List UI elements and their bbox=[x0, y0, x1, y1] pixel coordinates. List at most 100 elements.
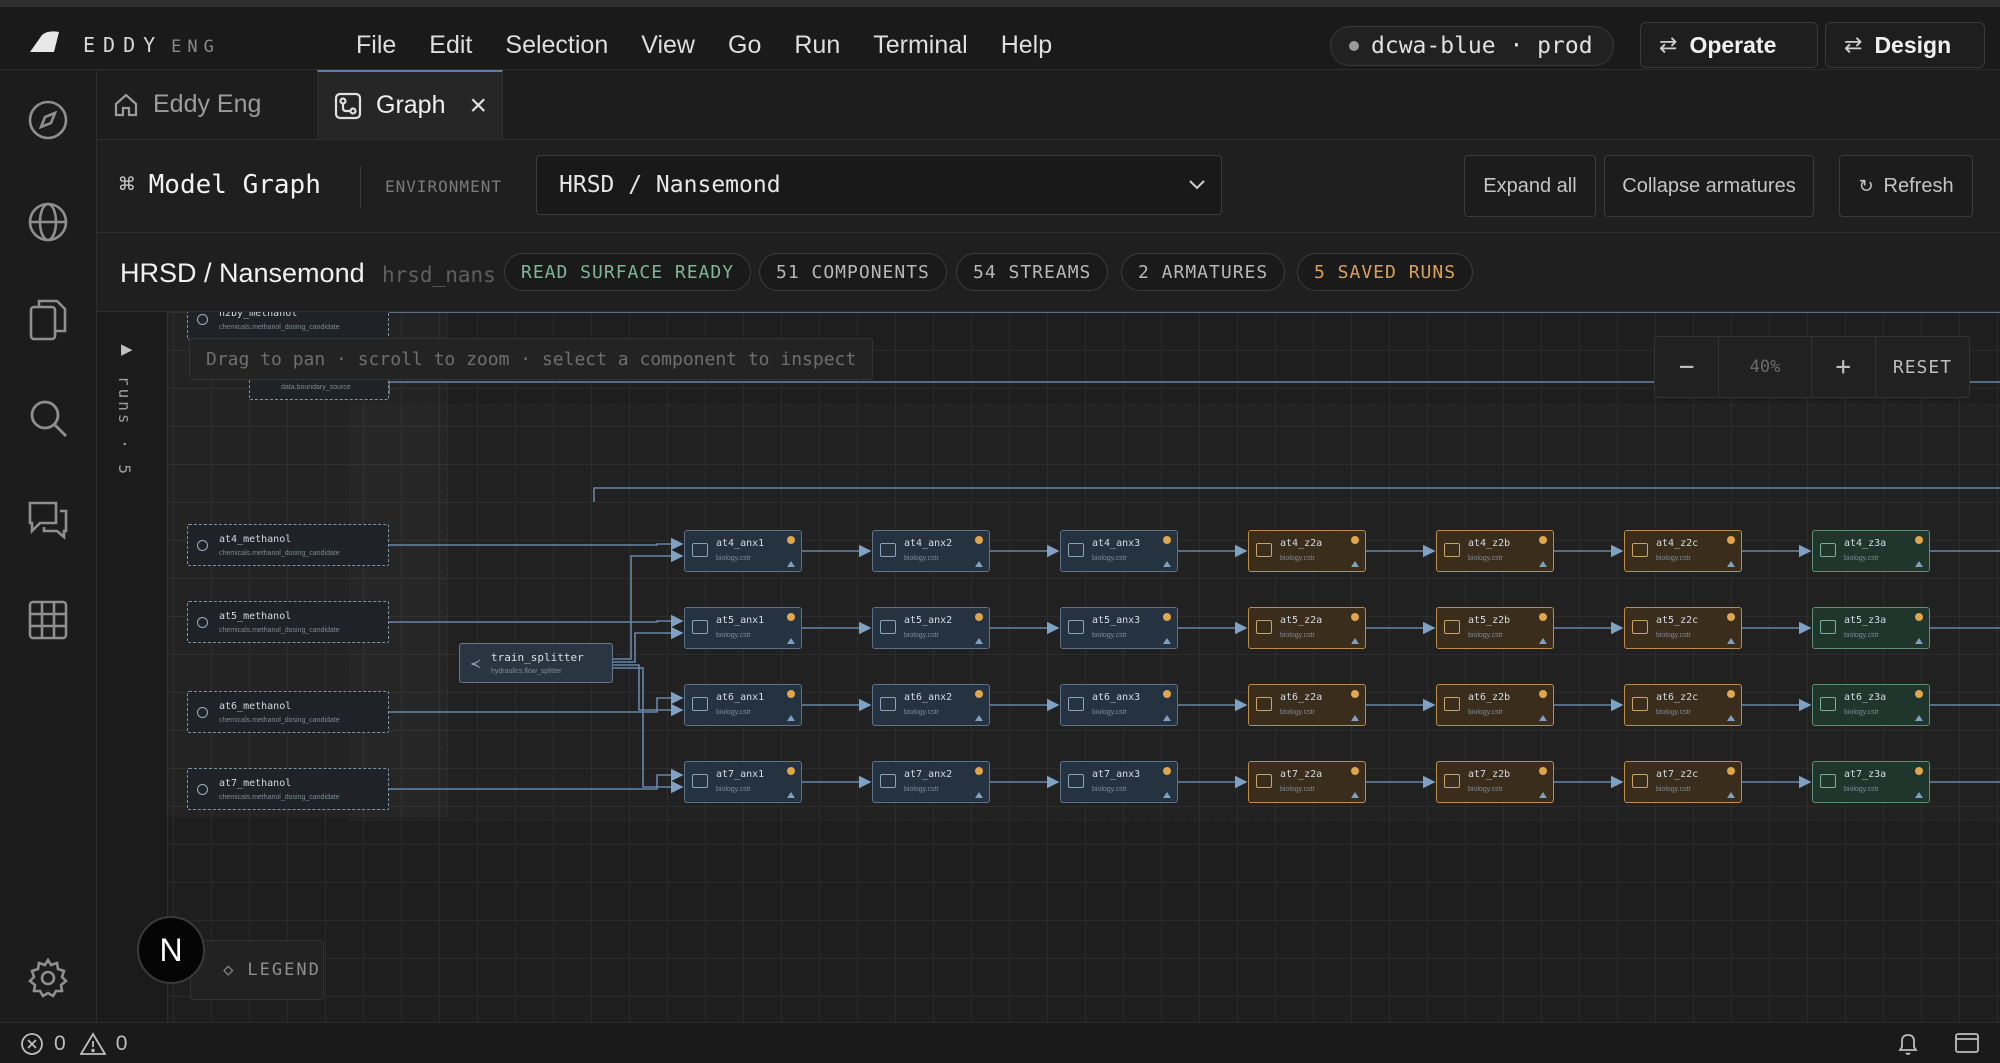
component-node-type: biology.cstr bbox=[1280, 555, 1315, 562]
problems-indicator[interactable]: 0 0 bbox=[20, 1032, 127, 1056]
refresh-button[interactable]: ↻Refresh bbox=[1839, 155, 1973, 217]
tab-graph-label: Graph bbox=[376, 91, 446, 119]
menu-bar: File Edit Selection View Go Run Terminal… bbox=[356, 31, 1085, 60]
activity-grid[interactable] bbox=[24, 596, 72, 644]
zoom-reset-button[interactable]: RESET bbox=[1892, 356, 1953, 378]
status-dot-icon bbox=[787, 613, 795, 621]
component-node-type: biology.cstr bbox=[1092, 555, 1127, 562]
output-port-icon bbox=[1163, 638, 1171, 644]
component-node-type: biology.cstr bbox=[1844, 709, 1879, 716]
activity-settings[interactable] bbox=[24, 954, 72, 1002]
editor-tab-bar: Eddy Eng Graph × bbox=[97, 70, 2000, 140]
source-node-name: at5_methanol bbox=[219, 611, 292, 622]
tab-graph-close-icon[interactable]: × bbox=[469, 88, 488, 122]
source-port-icon bbox=[197, 707, 208, 718]
legend-button[interactable]: ◇LEGEND bbox=[190, 940, 324, 1000]
collapse-armatures-button[interactable]: Collapse armatures bbox=[1604, 155, 1814, 217]
activity-chat[interactable] bbox=[24, 496, 72, 544]
source-node-top[interactable]: n2by_methanol chemicals.methanol_dosing_… bbox=[187, 312, 389, 340]
component-node-type: biology.cstr bbox=[1280, 786, 1315, 793]
tab-graph[interactable]: Graph × bbox=[317, 70, 503, 139]
runs-expand-icon[interactable]: ▶ bbox=[121, 341, 133, 358]
component-node-type: biology.cstr bbox=[1468, 632, 1503, 639]
status-badge-read-surface: READ SURFACE READY bbox=[504, 253, 752, 291]
activity-files[interactable] bbox=[24, 296, 72, 344]
menu-edit[interactable]: Edit bbox=[429, 31, 473, 59]
environment-select[interactable]: HRSD / Nansemond bbox=[536, 155, 1222, 215]
menu-view[interactable]: View bbox=[641, 31, 695, 59]
reactor-icon bbox=[1444, 774, 1460, 788]
menu-help[interactable]: Help bbox=[1000, 31, 1053, 59]
component-node-name: at6_z2a bbox=[1280, 692, 1323, 703]
zoom-in-button[interactable]: + bbox=[1812, 337, 1876, 397]
environment-pill[interactable]: dcwa-blue · prod bbox=[1330, 26, 1614, 66]
activity-explore[interactable] bbox=[24, 96, 72, 144]
splitter-node[interactable]: ≺ train_splitter hydraulics.flow_splitte… bbox=[459, 643, 613, 683]
runs-rail[interactable]: ▶ runs · 5 bbox=[97, 312, 168, 1022]
component-node-name: at6_z2c bbox=[1656, 692, 1699, 703]
menu-file[interactable]: File bbox=[356, 31, 397, 59]
component-node-type: biology.cstr bbox=[904, 709, 939, 716]
swap-icon: ⇄ bbox=[1844, 32, 1863, 57]
component-node-name: at5_z2c bbox=[1656, 615, 1699, 626]
expand-all-button[interactable]: Expand all bbox=[1464, 155, 1596, 217]
tab-eddy-eng[interactable]: Eddy Eng bbox=[113, 70, 313, 139]
reactor-icon bbox=[1444, 620, 1460, 634]
menu-run[interactable]: Run bbox=[794, 31, 841, 59]
status-badge-streams: 54 STREAMS bbox=[956, 253, 1109, 291]
component-node-name: at4_z2c bbox=[1656, 538, 1699, 549]
output-port-icon bbox=[975, 792, 983, 798]
activity-search[interactable] bbox=[24, 394, 72, 442]
zoom-out-button[interactable]: − bbox=[1655, 337, 1720, 397]
refresh-icon: ↻ bbox=[1858, 175, 1874, 196]
status-dot-icon bbox=[1539, 690, 1547, 698]
model-status-row: HRSD / Nansemond hrsd_nans READ SURFACE … bbox=[97, 233, 2000, 312]
component-node-type: biology.cstr bbox=[716, 632, 751, 639]
reactor-icon bbox=[880, 543, 896, 557]
dev-badge[interactable]: N bbox=[137, 916, 205, 984]
menu-selection[interactable]: Selection bbox=[505, 31, 609, 59]
operate-button[interactable]: ⇄Operate bbox=[1640, 22, 1818, 68]
splitter-node-type: hydraulics.flow_splitter bbox=[491, 668, 562, 675]
layout-panel-icon[interactable] bbox=[1954, 1031, 1980, 1055]
activity-globe[interactable] bbox=[24, 198, 72, 246]
bell-icon[interactable] bbox=[1896, 1031, 1920, 1057]
status-dot-icon bbox=[787, 536, 795, 544]
menu-terminal[interactable]: Terminal bbox=[873, 31, 968, 59]
menu-go[interactable]: Go bbox=[728, 31, 762, 59]
design-button[interactable]: ⇄Design bbox=[1825, 22, 1985, 68]
